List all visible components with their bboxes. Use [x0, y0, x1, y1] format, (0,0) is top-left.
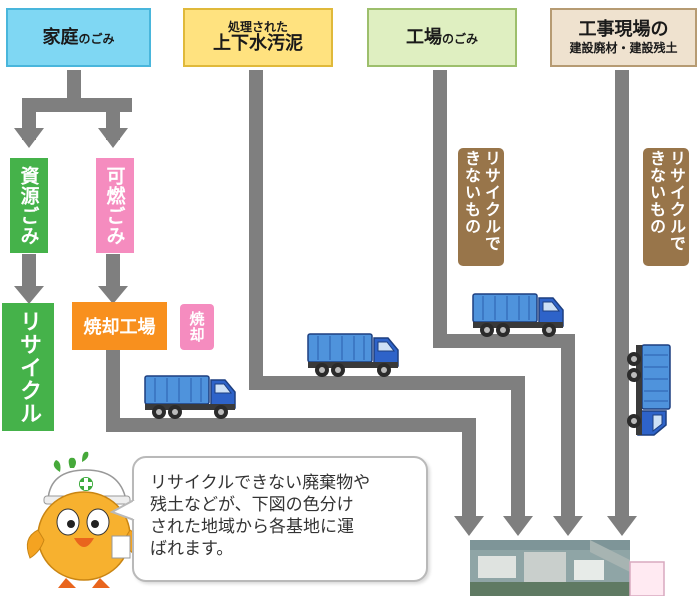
source-sludge: 処理された 上下水汚泥	[183, 8, 333, 67]
source-sludge-main: 上下水汚泥	[213, 33, 303, 55]
source-factory: 工場のごみ	[367, 8, 517, 67]
speech-line-4: ばれます。	[150, 539, 234, 559]
label-burnable-waste: 可燃ごみ	[96, 158, 134, 253]
source-household: 家庭のごみ	[6, 8, 151, 67]
source-household-main: 家庭	[42, 26, 79, 48]
label-non-recyclable-factory: リサイクルできないもの	[458, 148, 504, 266]
label-recycle-waste: 資源ごみ	[10, 158, 48, 253]
speech-bubble: リサイクルできない廃棄物や 残土などが、下図の色分け された地域から各基地に運 …	[132, 456, 428, 582]
source-construction-main: 建設廃材・建設残土	[569, 41, 678, 56]
speech-line-1: リサイクルできない廃棄物や	[150, 473, 371, 493]
speech-line-3: された地域から各基地に運	[150, 517, 354, 537]
speech-line-2: 残土などが、下図の色分け	[150, 495, 354, 515]
label-non-recyclable-construction: リサイクルできないもの	[643, 148, 689, 266]
source-factory-main: 工場	[405, 26, 442, 48]
source-household-suffix: のごみ	[78, 31, 115, 46]
label-recycle-result: リサイクル	[2, 303, 54, 431]
source-construction: 工事現場の 建設廃材・建設残土	[550, 8, 697, 67]
source-construction-top: 工事現場の	[578, 18, 669, 40]
incinerator-ash-label: 焼却	[180, 304, 214, 350]
source-sludge-top: 処理された	[227, 20, 288, 34]
incinerator-box: 焼却工場	[72, 302, 167, 350]
source-factory-suffix: のごみ	[441, 31, 478, 46]
